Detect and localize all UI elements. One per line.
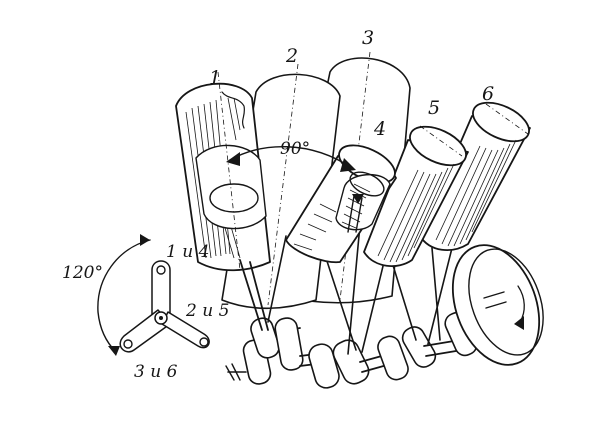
cylinder-4 (285, 144, 397, 264)
cylinder-4-label: 4 (373, 118, 386, 140)
bank-angle-label: 90° (280, 139, 310, 159)
connecting-rods (239, 224, 453, 355)
cylinder-3-label: 3 (362, 27, 374, 49)
flywheel (451, 244, 544, 366)
cylinder-5 (363, 125, 469, 267)
crankshaft (225, 311, 497, 389)
cylinder-5-label: 5 (428, 97, 440, 119)
crank-group-1-4-label: 1 и 4 (166, 242, 209, 262)
cylinder-1 (175, 71, 271, 272)
cylinder-1-label: 1 (209, 67, 221, 89)
crank-throws (119, 260, 210, 353)
crank-group-2-5-label: 2 и 5 (185, 301, 229, 321)
bank-angle-indicator (226, 146, 356, 172)
crank-arrangement-inset (97, 234, 210, 356)
cylinder-6-label: 6 (482, 83, 494, 105)
cylinder-2-label: 2 (285, 45, 298, 67)
crank-group-3-6-label: 3 и 6 (134, 362, 178, 382)
crank-angle-label: 120° (62, 263, 103, 283)
